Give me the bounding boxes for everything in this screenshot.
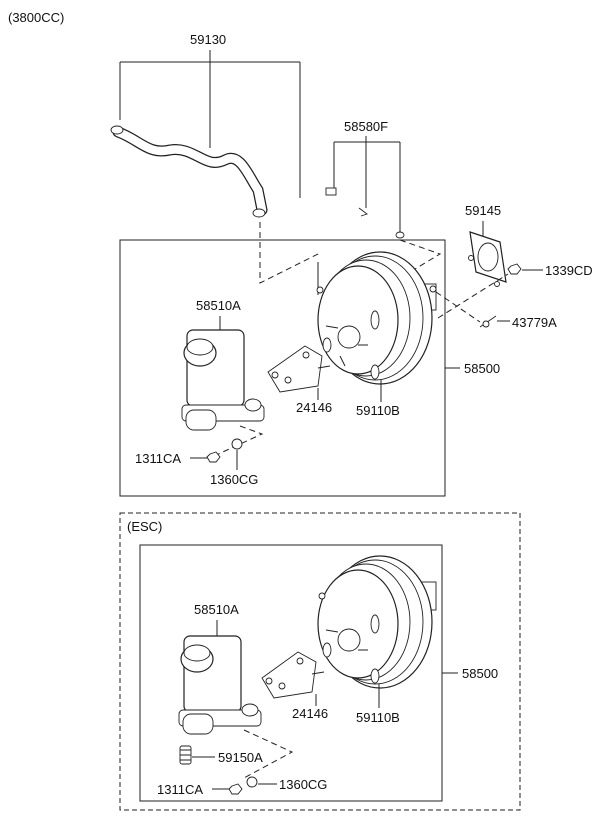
pin-label: 43779A <box>512 315 557 330</box>
nut-right-label: 1339CD <box>545 263 593 278</box>
upper-nut-label: 1311CA <box>135 451 181 466</box>
esc-variant-label: (ESC) <box>127 519 162 534</box>
lower-washer-part <box>246 776 258 788</box>
nut-right-part <box>507 263 522 275</box>
hose-leader <box>119 50 301 198</box>
lower-bracket-part <box>261 651 325 699</box>
clip-parts <box>325 187 405 239</box>
engine-variant-label: (3800CC) <box>8 10 64 25</box>
lower-mc-dash-link <box>243 729 294 779</box>
gasket-label: 59145 <box>465 203 501 218</box>
clip-label: 58580F <box>344 119 388 134</box>
hose-label: 59130 <box>190 32 226 47</box>
lower-nut-label: 1311CA <box>157 782 203 797</box>
pin-dash-link <box>435 273 509 323</box>
upper-master-cylinder-label: 58510A <box>196 298 241 313</box>
clip-dash-link <box>399 239 442 276</box>
upper-bracket-part <box>267 345 331 393</box>
lower-master-cylinder-part <box>178 635 262 735</box>
upper-mc-dash-link <box>213 425 264 457</box>
hose-dash-link <box>259 222 321 284</box>
lower-washer-label: 1360CG <box>279 777 327 792</box>
clip-leader <box>333 136 401 232</box>
gasket-part <box>468 231 507 287</box>
esc-outer-box <box>119 512 521 811</box>
lower-bracket-label: 24146 <box>292 706 328 721</box>
lower-sensor-part <box>179 745 192 765</box>
upper-booster-part <box>316 251 437 385</box>
lower-nut-part <box>228 783 243 795</box>
pin-part <box>479 315 497 328</box>
lower-sensor-label: 59150A <box>218 750 263 765</box>
lower-booster-label: 58500 <box>462 666 498 681</box>
lower-master-cylinder-label: 58510A <box>194 602 239 617</box>
upper-washer-label: 1360CG <box>210 472 258 487</box>
upper-nut-part <box>206 451 221 463</box>
upper-bracket-label: 24146 <box>296 400 332 415</box>
upper-washer-part <box>231 438 243 450</box>
hose-part <box>110 125 268 218</box>
upper-booster-body-label: 59110B <box>356 403 400 418</box>
upper-master-cylinder-part <box>181 329 265 431</box>
lower-booster-part <box>317 555 437 689</box>
lower-booster-body-label: 59110B <box>356 710 400 725</box>
upper-booster-label: 58500 <box>464 361 500 376</box>
